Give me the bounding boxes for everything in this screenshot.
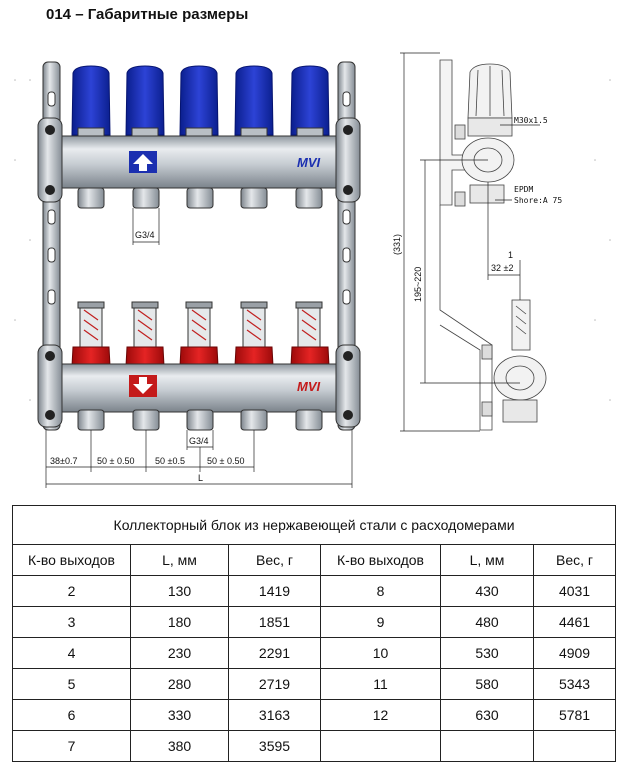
cell: 2291 [228,637,321,669]
dim-g34-top [132,208,160,245]
table-row: 5 280 2719 11 580 5343 [12,668,617,700]
arrow-down-icon [129,375,157,397]
header-weight-2: Вес, г [532,544,617,576]
background-dots [14,79,611,401]
dim-pitch-1: 50 ± 0.50 [97,456,134,466]
table-row: 7 380 3595 [12,730,617,762]
cell: 530 [440,637,534,669]
header-length-2: L, мм [440,544,534,576]
dim-g34-top-label: G3/4 [135,230,155,240]
cell: 130 [130,575,229,607]
dim-length-L: L [198,473,203,483]
header-outlets-1: К-во выходов [12,544,131,576]
label-thread-m30: M30x1.5 [514,116,548,125]
table-row: 6 330 3163 12 630 5781 [12,699,617,731]
brand-logo-top: MVI [297,155,321,170]
table-row: 4 230 2291 10 530 4909 [12,637,617,669]
manifold-drawing: MVI G3/4 MVI [14,52,611,488]
cell: 4461 [532,606,617,638]
blue-valve-knobs [71,65,330,141]
cell: 12 [320,699,441,731]
header-weight-1: Вес, г [228,544,321,576]
cell: 2 [12,575,131,607]
header-outlets-2: К-во выходов [320,544,441,576]
side-dimensions [400,52,540,432]
arrow-up-icon [129,151,157,173]
label-epdm: EPDM [514,185,533,194]
bottom-outlets [77,409,323,431]
bottom-dimensions [45,430,353,488]
cell: 5 [12,668,131,700]
top-manifold-bar: MVI [37,117,361,203]
cell [320,730,441,762]
table-row: 2 130 1419 8 430 4031 [12,575,617,607]
table-row: 3 180 1851 9 480 4461 [12,606,617,638]
page-title: 014 – Габаритные размеры [46,6,249,23]
cell: 630 [440,699,534,731]
table-header-row: К-во выходов L, мм Вес, г К-во выходов L… [12,544,617,576]
dim-height-195-220: 195~220 [413,267,423,302]
cell: 2719 [228,668,321,700]
cell: 580 [440,668,534,700]
cell: 330 [130,699,229,731]
cell: 9 [320,606,441,638]
dim-left-offset: 38±0.7 [50,456,77,466]
cell: 3163 [228,699,321,731]
cell: 480 [440,606,534,638]
cell: 280 [130,668,229,700]
dim-g34-bottom-label: G3/4 [189,436,209,446]
dim-offset-32: 32 ±2 [491,263,513,273]
dim-tick-1: 1 [508,250,513,260]
cell [532,730,617,762]
dim-height-331: (331) [392,234,402,255]
cell: 5343 [532,668,617,700]
dim-pitch-3: 50 ± 0.50 [207,456,244,466]
cell: 3595 [228,730,321,762]
cell: 10 [320,637,441,669]
header-length-1: L, мм [130,544,229,576]
label-shore: Shore:A 75 [514,196,562,205]
cell: 430 [440,575,534,607]
cell: 230 [130,637,229,669]
side-view [439,59,547,431]
flowmeters [77,301,323,348]
cell: 1851 [228,606,321,638]
dim-pitch-2: 50 ±0.5 [155,456,185,466]
cell: 4 [12,637,131,669]
cell: 7 [12,730,131,762]
brand-logo-bottom: MVI [297,379,321,394]
specs-table: Коллекторный блок из нержавеющей стали с… [11,505,617,762]
cell: 11 [320,668,441,700]
cell: 380 [130,730,229,762]
cell [440,730,534,762]
cell: 5781 [532,699,617,731]
cell: 1419 [228,575,321,607]
bottom-manifold-bar: MVI [37,344,361,428]
top-outlets [77,187,323,209]
red-flowmeter-caps [71,346,330,367]
cell: 8 [320,575,441,607]
cell: 3 [12,606,131,638]
cell: 6 [12,699,131,731]
cell: 4031 [532,575,617,607]
cell: 180 [130,606,229,638]
table-caption: Коллекторный блок из нержавеющей стали с… [11,505,617,545]
cell: 4909 [532,637,617,669]
